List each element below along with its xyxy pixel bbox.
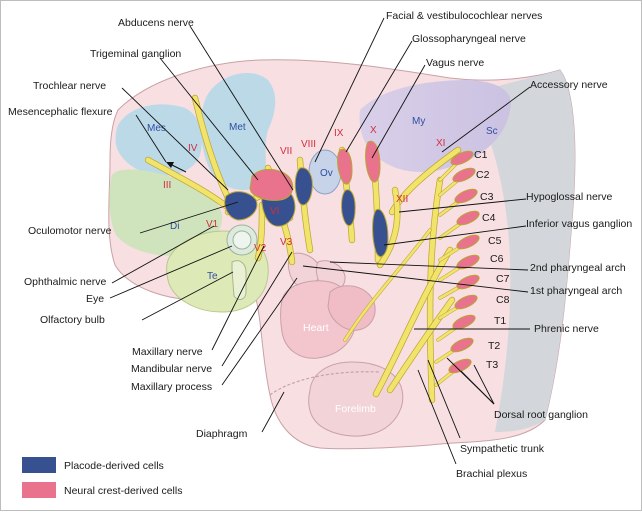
spinal-label-t2: T2 bbox=[488, 340, 500, 352]
label-accessory-nerve: Accessory nerve bbox=[530, 79, 608, 91]
label-inferior-vagus-ganglion: Inferior vagus ganglion bbox=[526, 218, 632, 230]
label-glossopharyngeal-nerve: Glossopharyngeal nerve bbox=[412, 33, 526, 45]
label-2nd-pharyngeal-arch: 2nd pharyngeal arch bbox=[530, 262, 626, 274]
cranial-label-iii: III bbox=[163, 180, 171, 191]
cranial-label-viii: VIII bbox=[301, 139, 316, 150]
eye-structure bbox=[226, 224, 258, 256]
flexure-arrow bbox=[166, 162, 187, 173]
label-sympathetic-trunk: Sympathetic trunk bbox=[460, 443, 545, 455]
spinal-cord-region bbox=[470, 70, 575, 432]
myelencephalon-region bbox=[359, 80, 511, 172]
legend-label-placode: Placode-derived cells bbox=[64, 460, 164, 472]
label-dorsal-root-ganglion: Dorsal root ganglion bbox=[494, 409, 588, 421]
spinal-level-labels: C1 C2 C3 C4 C5 C6 C7 C8 T1 T2 T3 bbox=[474, 149, 510, 371]
leader-lines bbox=[109, 17, 531, 465]
spinal-label-t1: T1 bbox=[494, 315, 506, 327]
region-label-te: Te bbox=[207, 271, 218, 282]
spinal-label-c8: C8 bbox=[496, 294, 510, 306]
spinal-label-c2: C2 bbox=[476, 169, 490, 181]
cranial-label-ix: IX bbox=[334, 128, 344, 139]
label-facial-vestibulocochlear: Facial & vestibulocochlear nerves bbox=[386, 10, 542, 22]
label-oculomotor-nerve: Oculomotor nerve bbox=[28, 225, 112, 237]
label-maxillary-process: Maxillary process bbox=[131, 381, 212, 393]
region-label-mes: Mes bbox=[147, 123, 166, 134]
cranial-label-v1: V1 bbox=[206, 219, 219, 230]
diaphragm-structure bbox=[269, 371, 381, 396]
label-vagus-nerve: Vagus nerve bbox=[426, 57, 484, 69]
label-eye: Eye bbox=[86, 293, 104, 305]
cranial-label-vi: VI bbox=[270, 206, 279, 217]
label-abducens-nerve: Abducens nerve bbox=[118, 17, 194, 29]
legend-label-crest: Neural crest-derived cells bbox=[64, 485, 182, 497]
heart-chamber bbox=[327, 285, 376, 331]
label-hypoglossal-nerve: Hypoglossal nerve bbox=[526, 191, 613, 203]
spinal-label-c5: C5 bbox=[488, 235, 502, 247]
region-label-heart: Heart bbox=[303, 322, 329, 334]
region-label-forelimb: Forelimb bbox=[335, 403, 376, 415]
diencephalon-region bbox=[109, 169, 223, 256]
label-mesencephalic-flexure: Mesencephalic flexure bbox=[8, 106, 113, 118]
metencephalon-region bbox=[200, 72, 276, 190]
cranial-label-iv: IV bbox=[188, 143, 198, 154]
label-olfactory-bulb: Olfactory bulb bbox=[40, 314, 105, 326]
legend-swatch-crest bbox=[22, 482, 56, 498]
label-maxillary-nerve: Maxillary nerve bbox=[132, 346, 203, 358]
spinal-label-c6: C6 bbox=[490, 253, 504, 265]
region-label-met: Met bbox=[229, 122, 246, 133]
spinal-label-t3: T3 bbox=[486, 359, 498, 371]
forelimb-structure bbox=[308, 361, 404, 437]
label-phrenic-nerve: Phrenic nerve bbox=[534, 323, 599, 335]
region-label-sc: Sc bbox=[486, 126, 498, 137]
legend: Placode-derived cells Neural crest-deriv… bbox=[22, 457, 182, 498]
label-ophthalmic-nerve: Ophthalmic nerve bbox=[24, 276, 106, 288]
label-mandibular-nerve: Mandibular nerve bbox=[131, 363, 212, 375]
label-brachial-plexus: Brachial plexus bbox=[456, 468, 527, 480]
mesencephalon-region bbox=[115, 104, 202, 176]
legend-swatch-placode bbox=[22, 457, 56, 473]
label-1st-pharyngeal-arch: 1st pharyngeal arch bbox=[530, 285, 622, 297]
region-label-di: Di bbox=[170, 221, 179, 232]
cranial-label-vii: VII bbox=[280, 146, 292, 157]
spinal-label-c7: C7 bbox=[496, 273, 510, 285]
cranial-label-v2: V2 bbox=[254, 243, 267, 254]
cranial-label-xii: XII bbox=[396, 194, 408, 205]
olfactory-bulb-structure bbox=[231, 260, 247, 300]
label-diaphragm: Diaphragm bbox=[196, 428, 248, 440]
region-label-my: My bbox=[412, 116, 425, 127]
spinal-label-c4: C4 bbox=[482, 212, 496, 224]
cranial-label-xi: XI bbox=[436, 138, 445, 149]
spinal-label-c1: C1 bbox=[474, 149, 488, 161]
label-trochlear-nerve: Trochlear nerve bbox=[33, 80, 106, 92]
spinal-label-c3: C3 bbox=[480, 191, 494, 203]
cranial-label-x: X bbox=[370, 125, 377, 136]
region-label-ov: Ov bbox=[320, 168, 333, 179]
cranial-label-v3: V3 bbox=[280, 237, 293, 248]
label-trigeminal-ganglion: Trigeminal ganglion bbox=[90, 48, 181, 60]
